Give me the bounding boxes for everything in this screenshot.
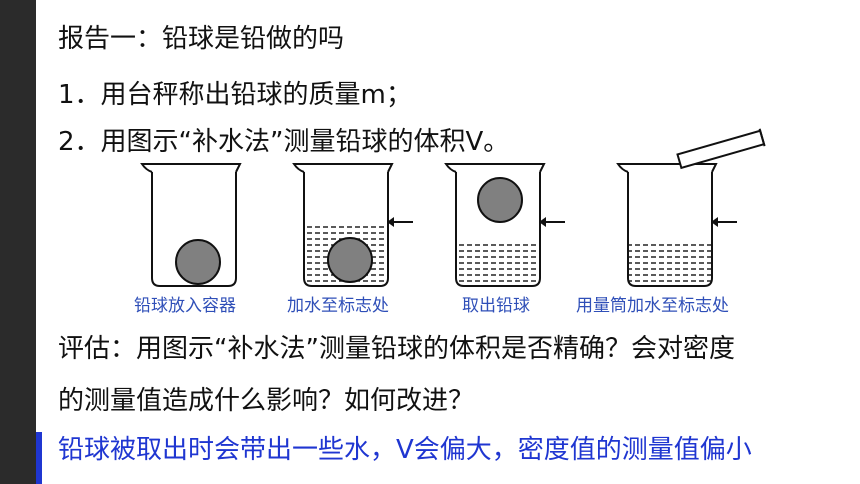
answer-accent-bar: [36, 432, 42, 484]
beakers-illustration: [140, 128, 766, 287]
step-2-text: 2．用图示“补水法”测量铅球的体积V。: [58, 127, 510, 157]
evaluation-answer: 铅球被取出时会带出一些水，V会偏大，密度值的测量值偏小: [58, 435, 752, 465]
beaker-3: [444, 163, 565, 287]
report-title: 报告一：铅球是铅做的吗: [58, 24, 345, 54]
caption-cylinder-refill: 用量筒加水至标志处: [576, 296, 729, 316]
beaker-2: [292, 163, 413, 287]
beaker-1: [140, 163, 242, 287]
water-mark-arrow-4: [711, 217, 737, 227]
graduated-cylinder: [676, 128, 766, 170]
evaluation-question-line-1: 评估：用图示“补水法”测量铅球的体积是否精确？会对密度: [58, 334, 735, 364]
lead-ball-1: [175, 239, 221, 285]
caption-ball-in-container: 铅球放入容器: [134, 296, 236, 316]
caption-add-water-to-mark: 加水至标志处: [287, 296, 389, 316]
water-refill-method-figure: 铅球放入容器 加水至标志处 取出铅球 用量筒加水至标志处: [130, 128, 770, 324]
lead-ball-2: [327, 237, 373, 283]
step-1-text: 1．用台秤称出铅球的质量m；: [58, 80, 412, 110]
water-mark-arrow-2: [387, 217, 413, 227]
lead-ball-3: [477, 177, 523, 223]
water-mark-arrow-3: [539, 217, 565, 227]
beaker-4: [616, 128, 766, 287]
left-decorative-bar: [0, 0, 36, 484]
caption-remove-ball: 取出铅球: [462, 296, 530, 316]
evaluation-question-line-2: 的测量值造成什么影响？如何改进？: [58, 386, 475, 416]
